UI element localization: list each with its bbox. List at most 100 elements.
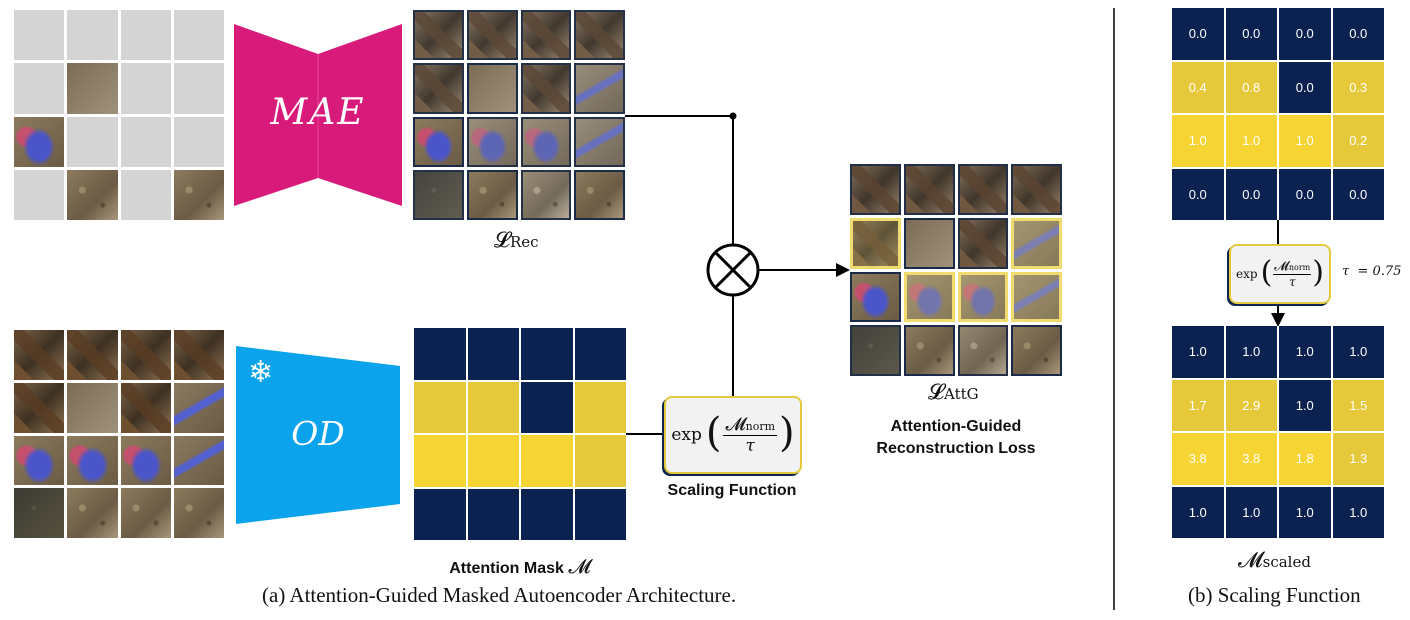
attention-cell [574, 328, 626, 380]
m-scaled-cell: 1.3 [1332, 433, 1384, 485]
m-norm-cell: 0.0 [1172, 168, 1224, 220]
attg-patch [1011, 325, 1062, 376]
attention-mask-text: Attention Mask [449, 560, 564, 577]
attention-cell [574, 488, 626, 540]
original-patch [14, 435, 65, 486]
original-patch [120, 330, 171, 380]
m-scaled-cell: 1.0 [1279, 326, 1331, 378]
m-norm-cell: 0.0 [1279, 168, 1331, 220]
attention-cell [574, 435, 626, 487]
m-scaled-label: 𝓜scaled [1238, 548, 1311, 573]
m-norm-cell: 1.0 [1279, 115, 1331, 167]
m-norm-cell: 0.3 [1332, 61, 1384, 113]
attg-title-line1: Attention-Guided [890, 418, 1022, 435]
masked-patch [67, 116, 118, 167]
masked-patch [120, 63, 171, 114]
reconstructed-patch [520, 169, 572, 220]
reconstructed-patch [466, 116, 518, 167]
reconstructed-patch [574, 116, 625, 167]
formula-to-scaled-arrowhead [1271, 313, 1285, 327]
m-scaled-cell: 1.0 [1172, 486, 1224, 538]
m-scaled-cell: 3.8 [1172, 433, 1224, 485]
panel-b-formula-box: exp ( 𝓜norm τ ) [1229, 244, 1331, 304]
b-formula-fraction: 𝓜norm τ [1273, 259, 1312, 289]
original-patch [120, 382, 171, 433]
m-scaled-cell: 1.0 [1225, 486, 1277, 538]
m-scaled-cell: 2.9 [1225, 379, 1277, 431]
original-patch [67, 330, 118, 380]
reconstructed-patch [520, 116, 572, 167]
attention-cell [467, 435, 519, 487]
original-patch [67, 435, 118, 486]
reconstructed-patch [466, 63, 518, 114]
masked-patch [173, 63, 224, 114]
b-formula-numerator: 𝓜norm [1273, 259, 1312, 275]
m-scaled-cell: 1.8 [1279, 433, 1331, 485]
masked-patch [120, 10, 171, 61]
loss-attg-label: 𝓛AttG [928, 380, 979, 405]
reconstruction-grid [413, 10, 625, 220]
multiply-to-loss-arrowhead [836, 263, 850, 277]
visible-patch [67, 169, 118, 220]
m-norm-cell: 1.0 [1225, 115, 1277, 167]
attention-cell [414, 435, 466, 487]
attg-patch [850, 164, 901, 215]
scaling-function-box: exp ( 𝓜norm τ ) [664, 396, 802, 474]
m-norm-cell: 0.0 [1279, 61, 1331, 113]
original-patch [14, 330, 65, 380]
attg-title: Attention-Guided Reconstruction Loss [850, 416, 1062, 460]
b-formula-paren-open: ( [1260, 255, 1273, 290]
original-patch [173, 488, 224, 538]
attg-patch [957, 164, 1009, 215]
attention-cell [467, 381, 519, 433]
original-image-grid [14, 330, 224, 538]
m-norm-cell: 1.0 [1172, 115, 1224, 167]
b-formula-num-symbol: 𝓜 [1274, 259, 1289, 274]
attg-patch [957, 325, 1009, 376]
formula-num-sub: norm [745, 420, 776, 433]
masked-patch [120, 169, 171, 220]
attention-cell [414, 381, 466, 433]
od-label: OD [291, 414, 345, 453]
m-scaled-cell: 1.0 [1332, 326, 1384, 378]
visible-patch [173, 169, 224, 220]
m-norm-cell: 0.0 [1332, 168, 1384, 220]
attg-patch [1011, 164, 1062, 215]
reconstructed-patch [574, 169, 625, 220]
attention-cell [414, 328, 466, 380]
attention-cell [521, 435, 573, 487]
m-norm-cell: 0.0 [1225, 8, 1277, 60]
original-patch [173, 435, 224, 486]
formula-denominator: τ [745, 436, 755, 456]
od-shape [236, 346, 400, 524]
attention-mask-label: Attention Mask 𝓜 [414, 554, 626, 578]
original-patch [173, 382, 224, 433]
m-norm-cell: 0.4 [1172, 61, 1224, 113]
reconstructed-patch [574, 63, 625, 114]
attg-patch [903, 164, 955, 215]
original-patch [173, 330, 224, 380]
caption-a: (a) Attention-Guided Masked Autoencoder … [262, 583, 737, 607]
mae-label: MAE [270, 92, 366, 133]
m-scaled-cell: 1.0 [1225, 326, 1277, 378]
original-patch [67, 382, 118, 433]
original-patch [14, 382, 65, 433]
b-formula-paren-close: ) [1312, 255, 1324, 290]
original-patch [120, 488, 171, 538]
m-norm-cell: 0.8 [1225, 61, 1277, 113]
m-scaled-cell: 1.0 [1279, 486, 1331, 538]
scaling-function-label: Scaling Function [667, 482, 797, 499]
m-norm-cell: 0.0 [1332, 8, 1384, 60]
od-detector [236, 346, 400, 524]
attg-patch [903, 325, 955, 376]
attg-patch [850, 325, 901, 376]
attention-cell [574, 381, 626, 433]
loss-rec-label: 𝓛Rec [494, 228, 539, 253]
m-norm-cell: 0.0 [1172, 8, 1224, 60]
m-scaled-cell: 1.7 [1172, 379, 1224, 431]
loss-rec-symbol: 𝓛 [494, 228, 510, 253]
reconstructed-patch [413, 63, 464, 114]
m-scaled-symbol: 𝓜 [1238, 548, 1263, 573]
